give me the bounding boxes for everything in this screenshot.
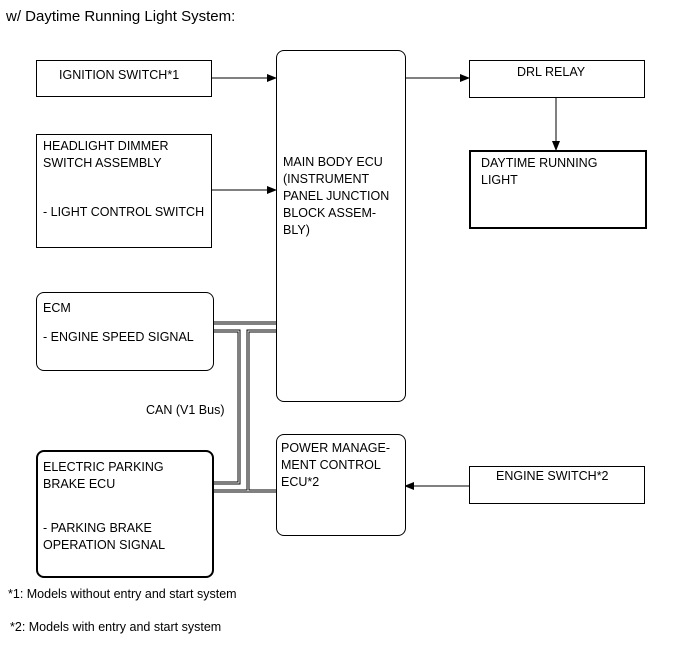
parking-brake-ecu-line1: ELECTRIC PARKING	[43, 460, 164, 474]
footnote-1: *1: Models without entry and start syste…	[8, 587, 237, 601]
ignition-switch-label: IGNITION SWITCH*1	[59, 68, 180, 82]
parking-brake-ecu-box: ELECTRIC PARKING BRAKE ECU - PARKING BRA…	[36, 450, 214, 578]
headlight-dimmer-line2: SWITCH ASSEMBLY	[43, 156, 162, 170]
headlight-dimmer-line1: HEADLIGHT DIMMER	[43, 139, 169, 153]
parking-brake-ecu-line2: BRAKE ECU	[43, 477, 116, 491]
engine-switch-label: ENGINE SWITCH*2	[496, 469, 609, 483]
ecm-box: ECM - ENGINE SPEED SIGNAL	[36, 292, 214, 371]
daytime-running-light-box: DAYTIME RUNNING LIGHT	[469, 150, 647, 229]
parking-brake-ecu-line3: - PARKING BRAKE	[43, 521, 152, 535]
ecm-line2: - ENGINE SPEED SIGNAL	[43, 330, 194, 344]
daytime-running-light-line2: LIGHT	[481, 173, 518, 187]
power-management-ecu-line3: ECU*2	[281, 475, 320, 489]
main-body-ecu-line5: BLY)	[283, 223, 310, 237]
power-management-ecu-line2: MENT CONTROL	[281, 458, 381, 472]
headlight-dimmer-box: HEADLIGHT DIMMER SWITCH ASSEMBLY - LIGHT…	[36, 134, 212, 248]
diagram-title: w/ Daytime Running Light System:	[6, 8, 236, 25]
power-management-ecu-box: POWER MANAGE- MENT CONTROL ECU*2	[276, 434, 406, 536]
main-body-ecu-box: MAIN BODY ECU (INSTRUMENT PANEL JUNCTION…	[276, 50, 406, 402]
main-body-ecu-line1: MAIN BODY ECU	[283, 155, 383, 169]
ecm-line1: ECM	[43, 301, 71, 315]
main-body-ecu-line3: PANEL JUNCTION	[283, 189, 390, 203]
drl-relay-box: DRL RELAY	[469, 60, 645, 98]
headlight-dimmer-line3: - LIGHT CONTROL SWITCH	[43, 205, 205, 219]
power-management-ecu-line1: POWER MANAGE-	[281, 441, 391, 455]
main-body-ecu-line2: (INSTRUMENT	[283, 172, 370, 186]
can-bus-label: CAN (V1 Bus)	[146, 403, 225, 417]
footnote-2: *2: Models with entry and start system	[10, 620, 222, 634]
main-body-ecu-line4: BLOCK ASSEM-	[283, 206, 377, 220]
parking-brake-ecu-line4: OPERATION SIGNAL	[43, 538, 166, 552]
daytime-running-light-line1: DAYTIME RUNNING	[481, 156, 598, 170]
engine-switch-box: ENGINE SWITCH*2	[469, 466, 645, 504]
drl-relay-label: DRL RELAY	[517, 65, 586, 79]
ignition-switch-box: IGNITION SWITCH*1	[36, 60, 212, 97]
